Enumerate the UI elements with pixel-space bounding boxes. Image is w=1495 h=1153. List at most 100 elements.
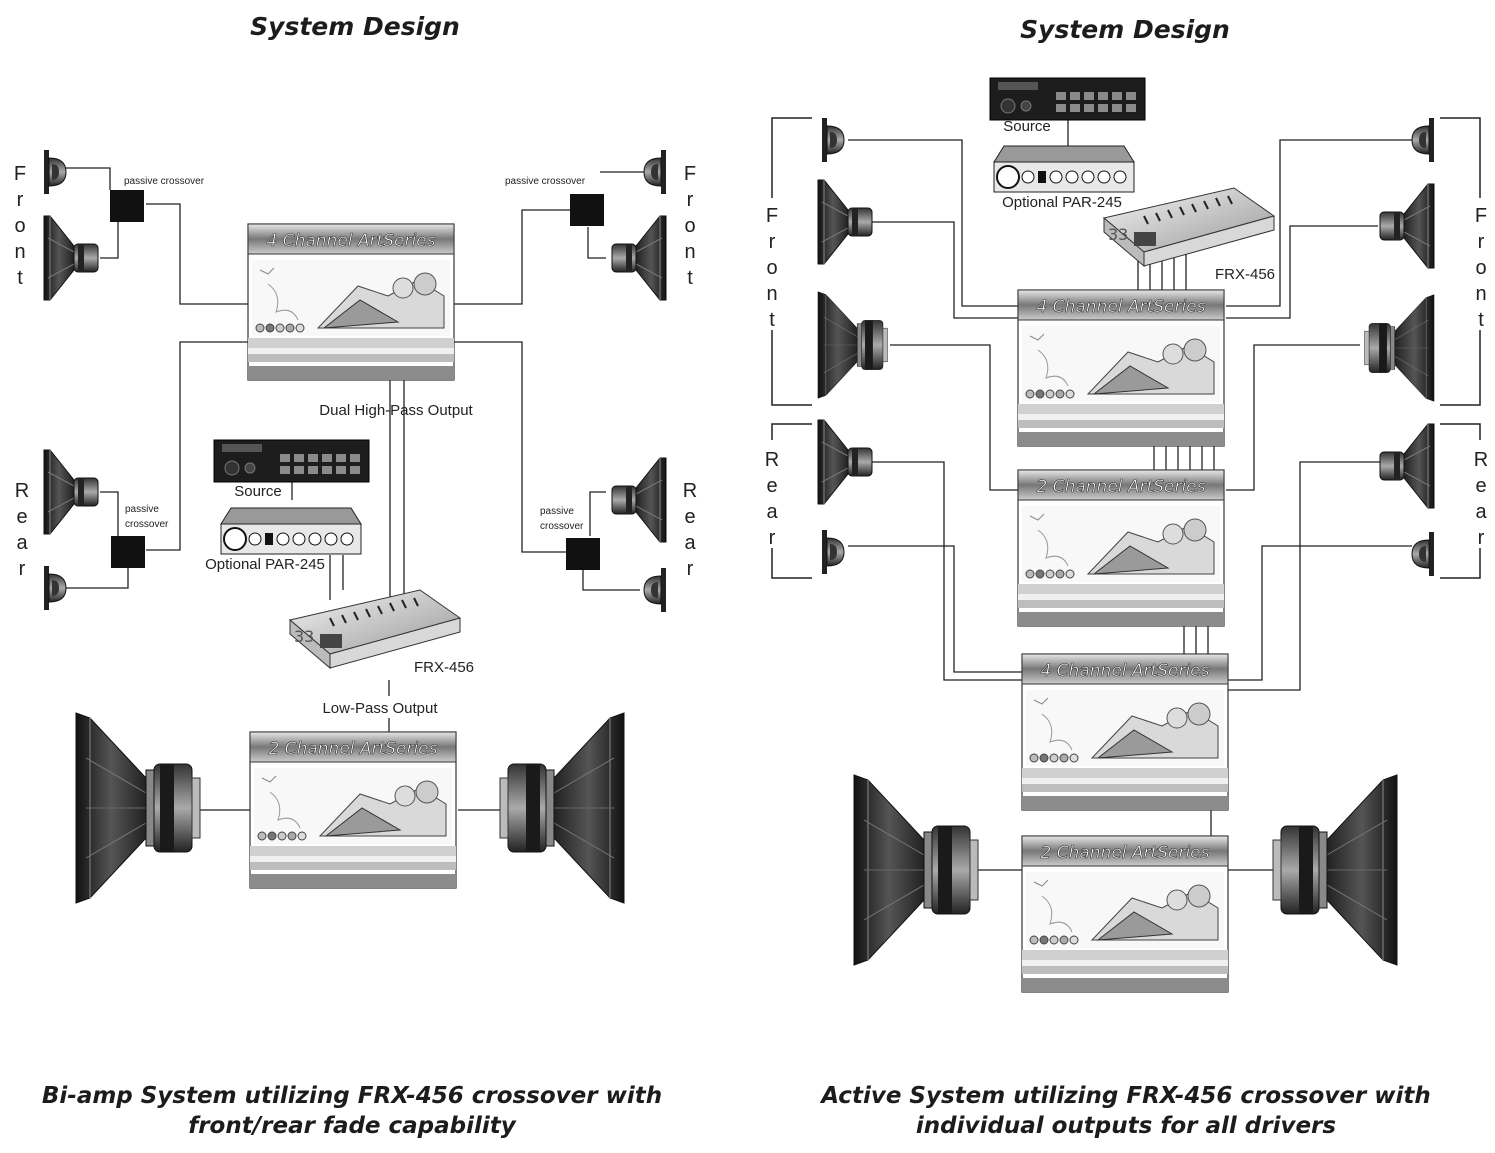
svg-text:n: n — [684, 241, 695, 263]
left-rear-left-label: R e a r — [15, 480, 29, 580]
left-front-right-passive-crossover — [570, 194, 604, 226]
left-frx456-unit — [289, 589, 461, 669]
svg-text:n: n — [766, 283, 777, 305]
svg-text:F: F — [1475, 205, 1487, 227]
left-rear-right-xover-label-2: crossover — [540, 521, 584, 532]
left-front-left-woofer-icon — [43, 215, 99, 301]
right-sub-left-icon — [853, 774, 979, 966]
svg-text:r: r — [687, 558, 694, 580]
svg-text:o: o — [766, 257, 777, 279]
right-amp-3: 4 Channel ArtSeries — [1021, 653, 1229, 811]
right-title: System Design — [1020, 15, 1230, 44]
left-rear-right-tweeter-icon — [644, 568, 666, 612]
left-par245-unit — [220, 507, 362, 555]
svg-text:R: R — [15, 480, 29, 502]
svg-text:r: r — [19, 558, 26, 580]
left-front-left-tweeter-icon — [43, 149, 67, 195]
right-par245-unit — [993, 145, 1135, 193]
right-front-left-woofer-icon — [817, 291, 888, 399]
right-rear-left-tweeter-icon — [821, 529, 845, 575]
right-wires — [848, 120, 1412, 871]
svg-text:e: e — [16, 506, 27, 528]
svg-text:F: F — [766, 205, 778, 227]
right-amp-1: 4 Channel ArtSeries — [1017, 289, 1225, 447]
left-caption-line1: Bi-amp System utilizing FRX-456 crossove… — [42, 1083, 662, 1109]
svg-text:4 Channel ArtSeries: 4 Channel ArtSeries — [1041, 661, 1210, 681]
right-diagram: System Design — [765, 15, 1488, 1139]
svg-text:R: R — [683, 480, 697, 502]
svg-text:a: a — [684, 532, 696, 554]
svg-text:a: a — [16, 532, 28, 554]
right-source-label: Source — [1003, 118, 1051, 135]
svg-text:r: r — [17, 189, 24, 211]
svg-text:t: t — [687, 267, 693, 289]
left-rear-left-tweeter-icon — [43, 565, 67, 611]
left-frx456-label: FRX-456 — [414, 659, 474, 676]
left-source-label: Source — [234, 483, 282, 500]
svg-text:r: r — [769, 527, 776, 549]
svg-text:2 Channel ArtSeries: 2 Channel ArtSeries — [1041, 843, 1210, 863]
right-rear-left-woofer-icon — [817, 419, 873, 505]
right-sub-right-icon — [1273, 775, 1397, 965]
svg-text:t: t — [1478, 309, 1484, 331]
right-caption-line2: individual outputs for all drivers — [916, 1113, 1336, 1139]
left-rear-left-passive-crossover — [111, 536, 145, 568]
svg-text:n: n — [14, 241, 25, 263]
svg-text:a: a — [766, 501, 778, 523]
left-rear-right-passive-crossover — [566, 538, 600, 570]
right-rear-right-label: R e a r — [1474, 449, 1488, 549]
svg-text:n: n — [1475, 283, 1486, 305]
svg-text:t: t — [769, 309, 775, 331]
left-diagram: System Design — [14, 12, 697, 1139]
right-front-left-midrange-icon — [817, 179, 873, 265]
left-source-unit — [213, 439, 370, 483]
svg-text:r: r — [1478, 231, 1485, 253]
left-sub-right-icon — [500, 713, 624, 903]
left-front-right-woofer-icon — [612, 216, 666, 300]
right-source-unit — [989, 77, 1146, 121]
left-par245-label: Optional PAR-245 — [205, 556, 325, 573]
svg-text:4 Channel ArtSeries: 4 Channel ArtSeries — [1037, 297, 1206, 317]
svg-text:e: e — [684, 506, 695, 528]
svg-text:F: F — [14, 163, 26, 185]
left-caption-line2: front/rear fade capability — [188, 1113, 517, 1139]
left-front-right-tweeter-icon — [644, 150, 666, 194]
right-front-right-tweeter-icon — [1412, 118, 1434, 162]
left-rear-left-xover-label-1: passive — [125, 504, 159, 515]
left-rear-right-woofer-icon — [612, 458, 666, 542]
left-front-left-passive-crossover — [110, 190, 144, 222]
left-rear-left-xover-label-2: crossover — [125, 519, 169, 530]
left-front-right-xover-label: passive crossover — [505, 176, 586, 187]
svg-text:4 Channel ArtSeries: 4 Channel ArtSeries — [267, 231, 436, 251]
right-front-right-midrange-icon — [1380, 184, 1434, 268]
svg-text:t: t — [17, 267, 23, 289]
left-sub-left-icon — [75, 712, 201, 904]
right-rear-right-tweeter-icon — [1412, 532, 1434, 576]
left-amp-2ch: 2 Channel ArtSeries — [249, 731, 457, 889]
right-caption-line1: Active System utilizing FRX-456 crossove… — [819, 1083, 1431, 1109]
svg-text:o: o — [1475, 257, 1486, 279]
left-rear-right-xover-label-1: passive — [540, 506, 574, 517]
svg-text:2 Channel ArtSeries: 2 Channel ArtSeries — [269, 739, 438, 759]
svg-text:e: e — [766, 475, 777, 497]
left-front-right-label: F r o n t — [684, 163, 696, 289]
svg-text:R: R — [1474, 449, 1488, 471]
left-rear-left-woofer-icon — [43, 449, 99, 535]
left-wires — [66, 167, 644, 811]
right-frx456-unit — [1103, 187, 1275, 267]
left-front-left-label: F r o n t — [14, 163, 26, 289]
svg-text:F: F — [684, 163, 696, 185]
left-dual-highpass-label: Dual High-Pass Output — [319, 402, 473, 419]
svg-text:o: o — [684, 215, 695, 237]
right-front-left-label: F r o n t — [766, 205, 778, 331]
right-amp-2: 2 Channel ArtSeries — [1017, 469, 1225, 627]
right-front-right-label: F r o n t — [1475, 205, 1487, 331]
svg-text:e: e — [1475, 475, 1486, 497]
right-rear-right-woofer-icon — [1380, 424, 1434, 508]
left-rear-right-label: R e a r — [683, 480, 697, 580]
svg-text:r: r — [1478, 527, 1485, 549]
left-title: System Design — [250, 12, 460, 41]
left-front-left-xover-label: passive crossover — [124, 176, 205, 187]
right-brackets — [771, 117, 1481, 579]
